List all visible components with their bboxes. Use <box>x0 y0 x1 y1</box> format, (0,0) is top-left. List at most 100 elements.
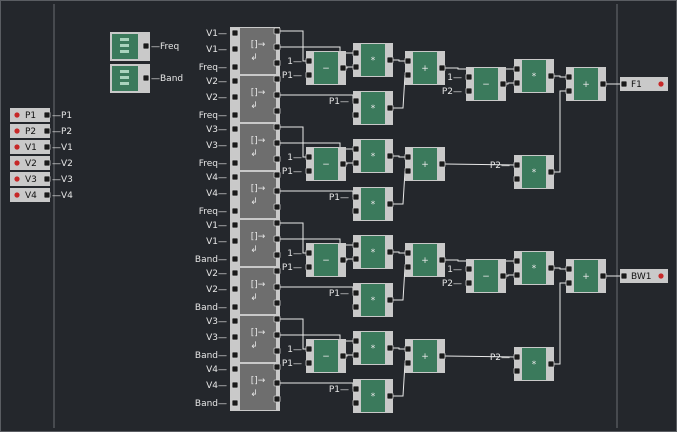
mul-output-port[interactable] <box>386 152 394 160</box>
selector-input-port[interactable] <box>231 77 239 85</box>
add-module[interactable]: + <box>405 339 445 373</box>
sub-module[interactable]: − <box>306 339 346 373</box>
mul-input-port-b[interactable] <box>352 351 360 359</box>
selector-input-port[interactable] <box>231 111 239 119</box>
add-output-port[interactable] <box>599 80 607 88</box>
knob-output-port[interactable] <box>142 42 150 50</box>
sub-input-port-b[interactable] <box>305 263 313 271</box>
mul-input-port-a[interactable] <box>352 289 360 297</box>
selector-input-port[interactable] <box>231 365 239 373</box>
add-input-port-b[interactable] <box>565 87 573 95</box>
mul-input-port-a[interactable] <box>513 161 521 169</box>
selector-input-port[interactable] <box>231 63 239 71</box>
mul-module[interactable]: * <box>353 187 393 221</box>
selector-output-port[interactable] <box>273 91 281 99</box>
input-terminal-port[interactable] <box>43 191 51 199</box>
add-input-port-a[interactable] <box>565 265 573 273</box>
input-terminal-v1[interactable]: V1 <box>10 140 50 154</box>
add-module[interactable]: + <box>566 259 606 293</box>
mul-module[interactable]: * <box>353 43 393 77</box>
add-input-port-b[interactable] <box>404 167 412 175</box>
mul-output-port[interactable] <box>386 104 394 112</box>
sub-input-port-a[interactable] <box>305 57 313 65</box>
selector-output-port[interactable] <box>273 315 281 323</box>
add-output-port[interactable] <box>438 256 446 264</box>
sub-module[interactable]: − <box>466 67 506 101</box>
add-input-port-a[interactable] <box>404 249 412 257</box>
add-module[interactable]: + <box>405 243 445 277</box>
mul-input-port-b[interactable] <box>352 159 360 167</box>
selector-output-port[interactable] <box>273 331 281 339</box>
sub-input-port-a[interactable] <box>305 345 313 353</box>
selector-input-port[interactable] <box>231 333 239 341</box>
add-input-port-a[interactable] <box>404 153 412 161</box>
mul-input-port-a[interactable] <box>352 385 360 393</box>
input-terminal-p1[interactable]: P1 <box>10 108 50 122</box>
sub-output-port[interactable] <box>339 352 347 360</box>
mul-input-port-b[interactable] <box>513 367 521 375</box>
input-terminal-v3[interactable]: V3 <box>10 172 50 186</box>
selector-output-port[interactable] <box>273 235 281 243</box>
mul-module[interactable]: * <box>514 155 554 189</box>
mul-input-port-b[interactable] <box>352 207 360 215</box>
sub-output-port[interactable] <box>339 256 347 264</box>
output-terminal-port[interactable] <box>620 80 628 88</box>
selector-input-port[interactable] <box>231 29 239 37</box>
sub-input-port-a[interactable] <box>305 153 313 161</box>
selector-input-port[interactable] <box>231 221 239 229</box>
mul-output-port[interactable] <box>386 296 394 304</box>
sub-output-port[interactable] <box>499 272 507 280</box>
mul-module[interactable]: * <box>353 283 393 317</box>
add-output-port[interactable] <box>438 160 446 168</box>
selector-output-port[interactable] <box>273 75 281 83</box>
selector-input-port[interactable] <box>231 125 239 133</box>
sub-output-port[interactable] <box>499 80 507 88</box>
add-module[interactable]: + <box>405 51 445 85</box>
mul-input-port-a[interactable] <box>352 97 360 105</box>
input-terminal-p2[interactable]: P2 <box>10 124 50 138</box>
add-input-port-b[interactable] <box>404 71 412 79</box>
sub-output-port[interactable] <box>339 160 347 168</box>
mul-module[interactable]: * <box>353 139 393 173</box>
selector-output-port[interactable] <box>273 139 281 147</box>
selector-input-port[interactable] <box>231 237 239 245</box>
mul-output-port[interactable] <box>386 248 394 256</box>
mul-output-port[interactable] <box>547 72 555 80</box>
mul-input-port-b[interactable] <box>352 399 360 407</box>
mul-output-port[interactable] <box>386 344 394 352</box>
add-input-port-b[interactable] <box>565 279 573 287</box>
selector-input-port[interactable] <box>231 381 239 389</box>
mul-input-port-b[interactable] <box>352 255 360 263</box>
sub-input-port-b[interactable] <box>305 359 313 367</box>
selector-output-port[interactable] <box>273 219 281 227</box>
selector-output-port[interactable] <box>273 187 281 195</box>
input-terminal-port[interactable] <box>43 111 51 119</box>
add-input-port-a[interactable] <box>404 57 412 65</box>
input-terminal-v2[interactable]: V2 <box>10 156 50 170</box>
selector-input-port[interactable] <box>231 207 239 215</box>
add-output-port[interactable] <box>599 272 607 280</box>
selector-output-port[interactable] <box>273 363 281 371</box>
add-input-port-b[interactable] <box>404 359 412 367</box>
mul-input-port-a[interactable] <box>352 49 360 57</box>
sub-input-port-b[interactable] <box>465 279 473 287</box>
knob-module-band[interactable] <box>110 64 150 93</box>
mul-module[interactable]: * <box>514 59 554 93</box>
add-input-port-a[interactable] <box>404 345 412 353</box>
sub-input-port-b[interactable] <box>465 87 473 95</box>
selector-input-port[interactable] <box>231 317 239 325</box>
input-terminal-port[interactable] <box>43 159 51 167</box>
selector-output-port[interactable] <box>273 171 281 179</box>
selector-input-port[interactable] <box>231 173 239 181</box>
selector-output-port[interactable] <box>273 283 281 291</box>
mul-input-port-a[interactable] <box>352 145 360 153</box>
selector-input-port[interactable] <box>231 285 239 293</box>
selector-output-port[interactable] <box>273 107 281 115</box>
input-terminal-v4[interactable]: V4 <box>10 188 50 202</box>
selector-output-port[interactable] <box>273 251 281 259</box>
mul-output-port[interactable] <box>547 264 555 272</box>
mul-input-port-a[interactable] <box>352 193 360 201</box>
add-output-port[interactable] <box>438 352 446 360</box>
mul-output-port[interactable] <box>547 360 555 368</box>
